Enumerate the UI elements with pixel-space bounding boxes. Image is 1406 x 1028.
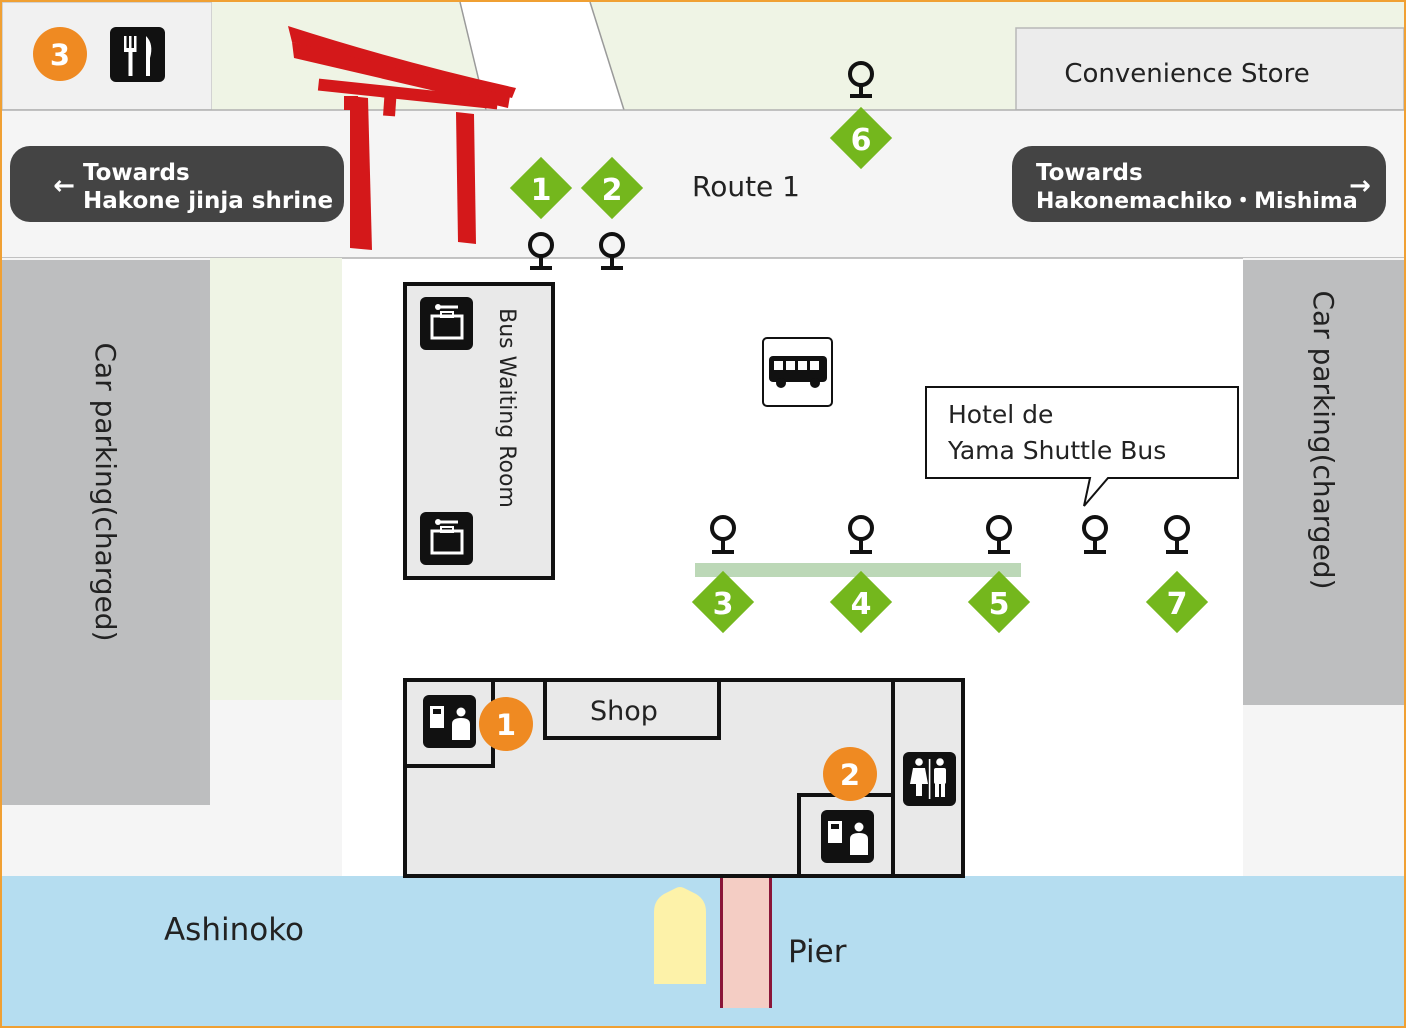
bus-stop-pin-icon xyxy=(848,61,874,98)
bus-stop-badge: 5 xyxy=(967,570,1031,634)
arrow-left-icon: ← xyxy=(53,171,75,201)
restroom-icon xyxy=(903,752,956,806)
restaurant-number-badge xyxy=(33,27,87,81)
bus-stop-badge: 2 xyxy=(580,156,644,220)
torii-gate-icon xyxy=(288,26,516,250)
route-1-label: Route 1 xyxy=(692,170,800,203)
svg-text:5: 5 xyxy=(989,587,1010,622)
arrow-right-icon: → xyxy=(1349,171,1371,201)
convenience-store-block xyxy=(1015,27,1405,111)
towards-right-line2: Hakonemachiko・Mishima xyxy=(1036,189,1358,214)
bus-stop-badge: 4 xyxy=(829,570,893,634)
bus-stop-badge: 7 xyxy=(1145,570,1209,634)
car-parking-left-label: Car parking(charged) xyxy=(89,342,122,641)
ticket-counter-1-room xyxy=(403,678,495,768)
towards-left-line2: Hakone jinja shrine xyxy=(83,188,333,214)
restaurant-icon xyxy=(110,27,165,82)
bus-stop-pin-icon xyxy=(986,515,1012,554)
svg-text:1: 1 xyxy=(496,708,516,742)
svg-text:4: 4 xyxy=(851,587,872,622)
ticket-counter-badge: 1 xyxy=(479,697,533,751)
ticket-counter-icon xyxy=(423,695,476,748)
bus-stop-badge: 1 xyxy=(509,156,573,220)
shop-room xyxy=(543,678,721,740)
car-parking-right xyxy=(1243,260,1404,705)
svg-text:7: 7 xyxy=(1167,587,1188,622)
restaurant-number: 3 xyxy=(50,38,70,72)
direction-sign-left: ← Towards Hakone jinja shrine xyxy=(10,146,344,222)
green-strip-left xyxy=(210,258,342,700)
ticket-counter-badge: 2 xyxy=(823,747,877,801)
svg-text:2: 2 xyxy=(602,173,623,208)
svg-text:6: 6 xyxy=(851,123,872,158)
ticket-counter-icon xyxy=(821,810,874,863)
towards-right-line1: Towards xyxy=(1036,160,1143,186)
towards-left-line1: Towards xyxy=(83,160,190,186)
coin-locker-icon xyxy=(420,297,473,350)
bus-platform xyxy=(695,563,1021,577)
boat-icon xyxy=(654,887,706,984)
bus-stop-badge: 6 xyxy=(829,106,893,170)
bus-stop-pin-icon xyxy=(710,515,736,554)
lake-label: Ashinoko xyxy=(164,912,304,948)
road-edge-line xyxy=(589,1,625,111)
bus-stop-pin-icon xyxy=(1082,515,1108,554)
svg-text:3: 3 xyxy=(713,587,734,622)
pier-label: Pier xyxy=(788,934,847,970)
car-parking-left xyxy=(2,260,210,805)
coin-locker-icon xyxy=(420,512,473,565)
svg-text:1: 1 xyxy=(531,173,552,208)
bus-icon xyxy=(762,337,833,407)
bus-stop-pin-icon xyxy=(528,232,554,270)
hotel-label-line1: Hotel de xyxy=(948,400,1053,429)
green-area-top-right xyxy=(590,2,1404,110)
svg-text:2: 2 xyxy=(840,758,860,792)
hotel-label-line2: Yama Shuttle Bus xyxy=(947,436,1166,465)
shop-label: Shop xyxy=(590,696,658,727)
hotel-shuttle-callout: Hotel de Yama Shuttle Bus xyxy=(925,386,1239,507)
car-parking-right-label: Car parking(charged) xyxy=(1307,290,1340,589)
bus-stop-badge: 3 xyxy=(691,570,755,634)
pier xyxy=(720,876,772,1008)
direction-sign-right: Towards Hakonemachiko・Mishima → xyxy=(1012,146,1386,222)
bus-stop-pin-icon xyxy=(599,232,625,270)
bus-stop-pin-icon xyxy=(1164,515,1190,554)
bus-stop-pin-icon xyxy=(848,515,874,554)
bus-waiting-room-label: Bus Waiting Room xyxy=(494,308,519,508)
convenience-store-label: Convenience Store xyxy=(1064,59,1309,89)
